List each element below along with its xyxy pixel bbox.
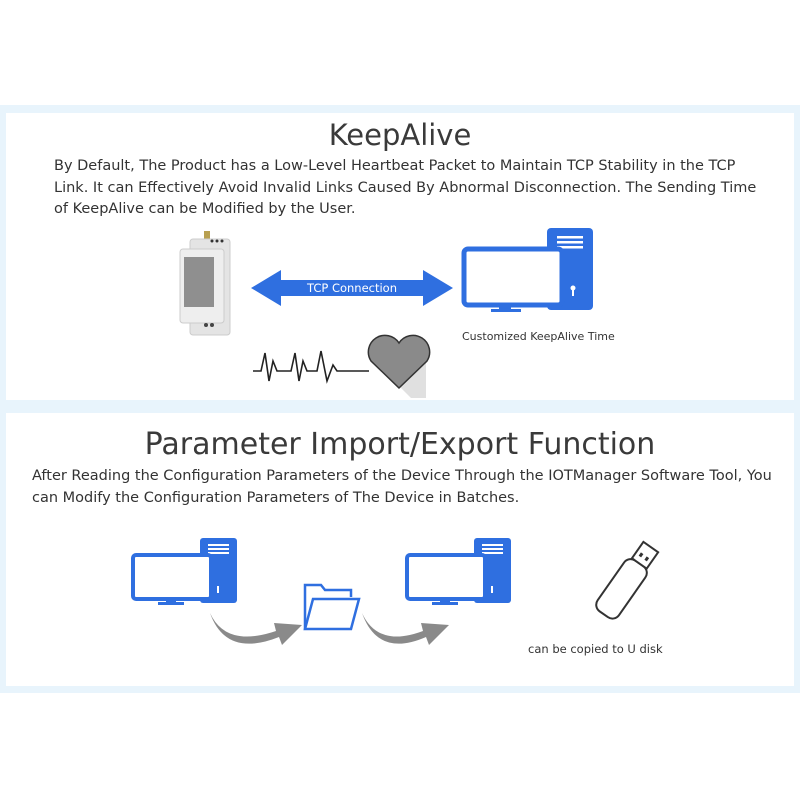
curved-arrow-icon <box>210 613 302 645</box>
keepalive-section: KeepAlive By Default, The Product has a … <box>6 113 794 400</box>
arrow-label: TCP Connection <box>306 281 398 295</box>
target-computer-icon <box>405 538 511 605</box>
tcp-connection-arrow: TCP Connection <box>251 270 453 306</box>
heartbeat-icon <box>253 334 431 398</box>
usb-caption: can be copied to U disk <box>528 642 663 656</box>
computer-icon <box>461 228 593 312</box>
din-rail-device-icon <box>179 231 231 336</box>
section-title: KeepAlive <box>328 118 472 152</box>
usb-drive-icon <box>595 540 660 620</box>
curved-arrow-icon <box>362 613 449 645</box>
folder-icon <box>303 583 361 631</box>
section-title: Parameter Import/Export Function <box>144 427 656 462</box>
section-description: By Default, The Product has a Low-Level … <box>54 158 757 217</box>
import-export-section: Parameter Import/Export Function After R… <box>6 413 794 686</box>
double-arrow-icon <box>251 270 453 306</box>
section-description: After Reading the Configuration Paramete… <box>32 468 772 506</box>
source-computer-icon <box>131 538 237 605</box>
computer-caption: Customized KeepAlive Time <box>462 330 615 343</box>
